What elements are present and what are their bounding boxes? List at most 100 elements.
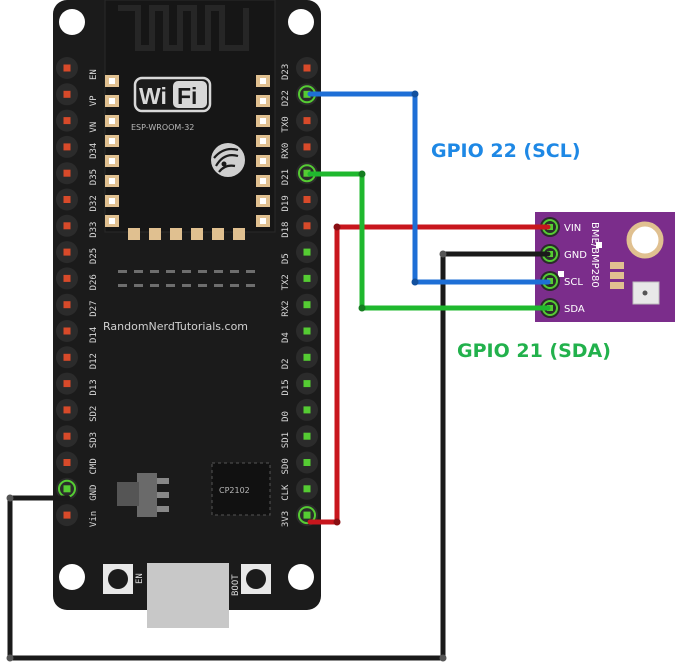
espressif-logo-icon xyxy=(211,143,245,177)
sensor-pin-label: GND xyxy=(564,250,587,261)
esp32-board: Wi Fi ESP-WROOM-32 xyxy=(53,0,321,628)
header-pin-sd0[interactable] xyxy=(296,451,318,474)
pin-label: D13 xyxy=(89,379,99,395)
pin-label: Vin xyxy=(89,511,99,527)
pin-label: D35 xyxy=(89,169,99,185)
pin-label: D0 xyxy=(281,411,291,422)
pin-label: VP xyxy=(89,95,99,106)
pin-label: D25 xyxy=(89,248,99,264)
sda-annotation: GPIO 21 (SDA) xyxy=(457,340,611,362)
module-pads-bottom xyxy=(128,228,245,240)
header-pin-vn[interactable] xyxy=(56,109,78,132)
pin-label: SD3 xyxy=(89,432,99,448)
svg-text:Fi: Fi xyxy=(177,83,197,109)
pin-label: CLK xyxy=(281,484,291,501)
module-label: ESP-WROOM-32 xyxy=(131,123,194,132)
pin-label: 3V3 xyxy=(281,511,291,527)
header-pin-d23[interactable] xyxy=(296,57,318,79)
sda-wire xyxy=(307,171,551,311)
header-pin-d34[interactable] xyxy=(56,135,78,158)
module-pad-holes-left xyxy=(109,78,115,224)
pin-label: CMD xyxy=(89,458,99,474)
header-pin-d19[interactable] xyxy=(296,188,318,211)
sensor-pin-label: SDA xyxy=(564,304,585,315)
wifi-logo: Wi Fi xyxy=(133,76,212,113)
pin-label: GND xyxy=(89,485,99,501)
boot-button[interactable] xyxy=(241,564,271,594)
pin-label: D33 xyxy=(89,222,99,238)
en-button-label: EN xyxy=(135,573,145,584)
en-button[interactable] xyxy=(103,564,133,594)
pin-label: SD1 xyxy=(281,432,291,448)
header-pin-d13[interactable] xyxy=(56,372,78,395)
scl-wire xyxy=(307,91,551,285)
usb-chip-label: CP2102 xyxy=(219,486,250,495)
pin-label: D4 xyxy=(281,332,291,343)
pin-label: EN xyxy=(89,69,99,80)
pin-label: D34 xyxy=(89,143,99,159)
header-pin-vin[interactable] xyxy=(56,504,78,527)
sensor-name: BME/BMP280 xyxy=(589,222,600,288)
pin-label: TX2 xyxy=(281,274,291,290)
pin-label: VN xyxy=(89,122,99,133)
pin-label: D21 xyxy=(281,169,291,185)
header-pin-vp[interactable] xyxy=(56,83,78,106)
pin-label: D26 xyxy=(89,274,99,290)
module-pad-holes-right xyxy=(260,78,266,224)
header-pin-d26[interactable] xyxy=(56,267,78,290)
sensor-mount-hole xyxy=(626,221,664,259)
header-pin-rx0[interactable] xyxy=(296,135,318,158)
header-pin-d14[interactable] xyxy=(56,320,78,342)
pin-label: D5 xyxy=(281,253,291,264)
header-pin-d27[interactable] xyxy=(56,293,78,316)
header-pin-tx0[interactable] xyxy=(296,109,318,132)
left-header: ENVPVND34D35D32D33D25D26D27D14D12D13SD2S… xyxy=(56,57,99,527)
header-pin-d35[interactable] xyxy=(56,162,78,185)
pin-label: D15 xyxy=(281,379,291,395)
wires xyxy=(7,91,551,661)
vcc-wire xyxy=(307,224,551,525)
pin-label: SD0 xyxy=(281,458,291,474)
header-pin-d12[interactable] xyxy=(56,346,78,369)
mount-hole xyxy=(59,9,85,35)
pin-label: RX0 xyxy=(281,143,291,159)
header-pin-d15[interactable] xyxy=(296,372,318,395)
pin-label: SD2 xyxy=(89,406,99,422)
pin-label: D22 xyxy=(281,90,291,106)
sensor-pin-label: SCL xyxy=(564,277,583,288)
pin-label: D23 xyxy=(281,64,291,80)
header-pin-d0[interactable] xyxy=(296,398,318,421)
wroom-module: Wi Fi ESP-WROOM-32 xyxy=(104,0,276,240)
brand-label: RandomNerdTutorials.com xyxy=(103,320,248,333)
header-pin-clk[interactable] xyxy=(296,477,318,500)
header-pin-rx2[interactable] xyxy=(296,293,318,316)
header-pin-d18[interactable] xyxy=(296,214,318,237)
pin-label: D14 xyxy=(89,327,99,343)
pin-label: D27 xyxy=(89,300,99,316)
usb-connector xyxy=(147,563,229,628)
header-pin-sd1[interactable] xyxy=(296,425,318,448)
header-pin-en[interactable] xyxy=(56,57,78,79)
header-pin-d33[interactable] xyxy=(56,214,78,237)
header-pin-sd3[interactable] xyxy=(56,425,78,448)
sensor-resistors xyxy=(610,262,624,289)
header-pin-sd2[interactable] xyxy=(56,398,78,421)
scl-annotation: GPIO 22 (SCL) xyxy=(431,140,581,162)
pin-label: TX0 xyxy=(281,116,291,132)
pin-label: D12 xyxy=(89,353,99,369)
header-pin-d5[interactable] xyxy=(296,241,318,264)
pin-label: RX2 xyxy=(281,300,291,316)
dash-row xyxy=(118,270,255,287)
pin-label: D2 xyxy=(281,358,291,369)
header-pin-tx2[interactable] xyxy=(296,267,318,290)
header-pin-cmd[interactable] xyxy=(56,451,78,474)
gnd-wire xyxy=(7,251,551,661)
header-pin-d32[interactable] xyxy=(56,188,78,211)
header-pin-d2[interactable] xyxy=(296,346,318,369)
header-pin-d4[interactable] xyxy=(296,320,318,342)
pin-label: D18 xyxy=(281,222,291,238)
header-pin-d25[interactable] xyxy=(56,241,78,264)
mount-hole xyxy=(59,564,85,590)
wire-joints xyxy=(6,90,447,662)
